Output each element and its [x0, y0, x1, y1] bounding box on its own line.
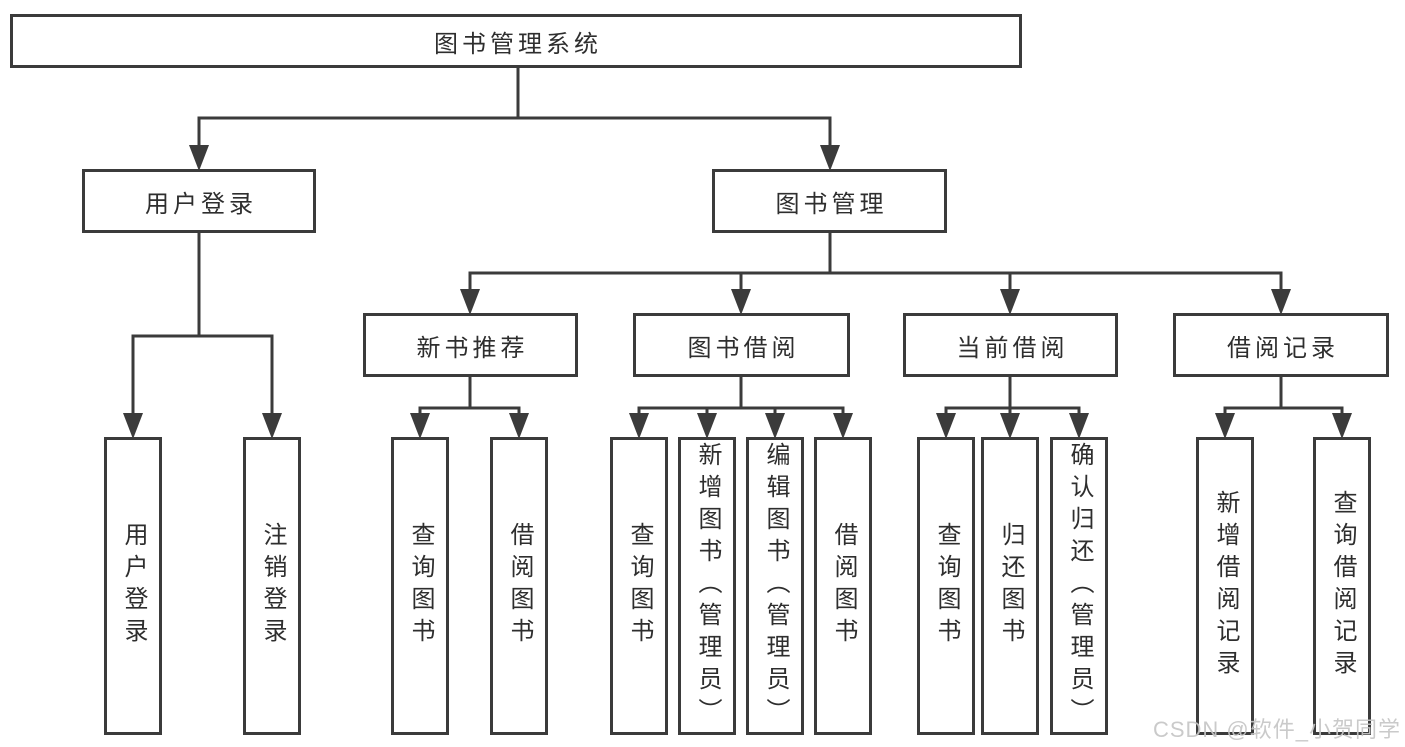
leaf-current-return-book: 归还图书: [981, 437, 1039, 735]
leaf-borrowing-edit-book-admin: 编辑图书（管理员）: [746, 437, 804, 735]
node-root-label: 图书管理系统: [434, 30, 602, 58]
leaf-borrowing-borrow-book-label: 借阅图书: [830, 522, 857, 650]
node-current-borrowing: 当前借阅: [903, 313, 1118, 377]
node-borrowing-records-label: 借阅记录: [1227, 334, 1339, 362]
node-book-management-label: 图书管理: [775, 190, 888, 218]
leaf-borrowing-edit-book-admin-label: 编辑图书（管理员）: [762, 442, 789, 730]
node-book-management: 图书管理: [712, 169, 947, 233]
node-user-login-label: 用户登录: [145, 190, 257, 218]
leaf-user-login: 用户登录: [104, 437, 162, 735]
watermark: CSDN @软件_小贺同学: [1152, 717, 1401, 742]
leaf-current-return-book-label: 归还图书: [997, 522, 1024, 650]
leaf-current-confirm-return-admin-label: 确认归还（管理员）: [1066, 442, 1093, 730]
leaf-user-login-label: 用户登录: [120, 522, 147, 650]
node-new-book-recommend: 新书推荐: [363, 313, 578, 377]
leaf-records-add-record-label: 新增借阅记录: [1212, 490, 1239, 682]
node-borrowing-records: 借阅记录: [1173, 313, 1389, 377]
leaf-current-query-book: 查询图书: [917, 437, 975, 735]
node-root: 图书管理系统: [10, 14, 1022, 68]
node-current-borrowing-label: 当前借阅: [956, 334, 1069, 362]
leaf-borrowing-add-book-admin-label: 新增图书（管理员）: [694, 442, 721, 730]
leaf-records-query-record: 查询借阅记录: [1313, 437, 1371, 735]
node-book-borrowing-label: 图书借阅: [687, 334, 800, 362]
leaf-borrowing-query-book: 查询图书: [610, 437, 668, 735]
leaf-borrowing-query-book-label: 查询图书: [626, 522, 653, 650]
arrowheads: [123, 145, 1352, 439]
node-new-book-recommend-label: 新书推荐: [416, 334, 529, 362]
leaf-records-add-record: 新增借阅记录: [1196, 437, 1254, 735]
leaf-records-query-record-label: 查询借阅记录: [1329, 490, 1356, 682]
leaf-borrowing-borrow-book: 借阅图书: [814, 437, 872, 735]
leaf-recommend-borrow-book-label: 借阅图书: [506, 522, 533, 650]
leaf-current-confirm-return-admin: 确认归还（管理员）: [1050, 437, 1108, 735]
node-user-login: 用户登录: [82, 169, 316, 233]
leaf-logout-label: 注销登录: [259, 522, 286, 650]
leaf-current-query-book-label: 查询图书: [933, 522, 960, 650]
leaf-recommend-query-book: 查询图书: [391, 437, 449, 735]
leaf-recommend-borrow-book: 借阅图书: [490, 437, 548, 735]
leaf-borrowing-add-book-admin: 新增图书（管理员）: [678, 437, 736, 735]
node-book-borrowing: 图书借阅: [633, 313, 850, 377]
leaf-logout: 注销登录: [243, 437, 301, 735]
leaf-recommend-query-book-label: 查询图书: [407, 522, 434, 650]
